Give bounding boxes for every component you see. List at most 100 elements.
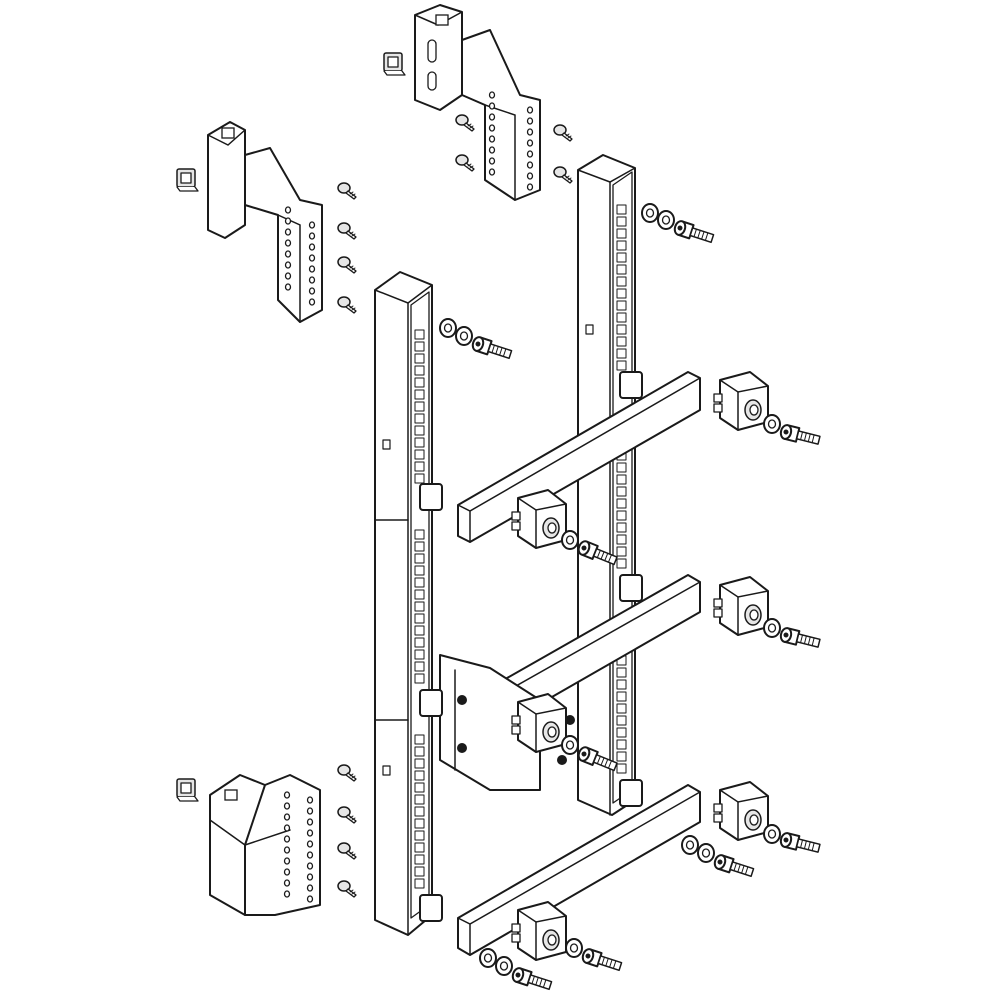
upper-left-mounting-bracket [207, 121, 323, 323]
rail-slot [616, 498, 627, 509]
cage-nut [383, 52, 406, 76]
washer [561, 530, 579, 550]
rail-slot [616, 216, 627, 227]
rail-slot [616, 312, 627, 323]
screw [337, 222, 357, 240]
mounting-hole [284, 261, 292, 269]
socket-bolt [712, 852, 756, 881]
washer [763, 618, 781, 638]
mounting-hole [308, 265, 316, 273]
mounting-hole [526, 117, 534, 125]
rail-slot [414, 461, 425, 472]
top-mounting-bracket [414, 4, 541, 201]
rail-slot [616, 486, 627, 497]
mounting-hole [488, 91, 496, 99]
mounting-hole [283, 879, 291, 887]
rail-slot [616, 763, 627, 774]
rail-slot [616, 679, 627, 690]
mounting-hole [308, 221, 316, 229]
mounting-hole [283, 791, 291, 799]
left-vertical-rail [374, 271, 433, 936]
socket-bolt [778, 422, 822, 449]
crossbar-lower [457, 784, 701, 956]
mounting-hole [306, 851, 314, 859]
mounting-hole [306, 873, 314, 881]
washer [697, 843, 715, 863]
mounting-hole [488, 113, 496, 121]
rail-slot [616, 240, 627, 251]
screw [553, 166, 573, 184]
rail-slot [414, 734, 425, 745]
mounting-plate [439, 654, 541, 791]
mounting-hole [306, 840, 314, 848]
rail-slot [616, 300, 627, 311]
mounting-hole [526, 161, 534, 169]
rail-slot [616, 228, 627, 239]
rail-slot [414, 389, 425, 400]
mounting-hole [488, 146, 496, 154]
screw [337, 764, 357, 782]
mounting-hole [308, 232, 316, 240]
mounting-hole [283, 802, 291, 810]
lower-left-mounting-bracket [209, 774, 321, 916]
mounting-hole [308, 276, 316, 284]
mounting-hole [306, 807, 314, 815]
rail-slot [414, 601, 425, 612]
rail-slot [616, 667, 627, 678]
rail-slot [414, 553, 425, 564]
washer [641, 203, 659, 223]
screw [455, 114, 475, 132]
rail-slot [616, 252, 627, 263]
rail-slot [414, 577, 425, 588]
mounting-hole [306, 818, 314, 826]
mounting-hole [306, 862, 314, 870]
rail-slot [616, 534, 627, 545]
nut [457, 743, 467, 753]
socket-bolt [470, 334, 514, 363]
rail-slot [414, 437, 425, 448]
mounting-hole [284, 283, 292, 291]
clamp-block [713, 576, 769, 636]
rail-slot [414, 746, 425, 757]
rail-slot [616, 691, 627, 702]
nut [565, 715, 575, 725]
washer [565, 938, 583, 958]
rail-slot [616, 715, 627, 726]
mounting-hole [308, 298, 316, 306]
rail-slot [414, 637, 425, 648]
cage-nut [176, 168, 199, 192]
mounting-hole [284, 228, 292, 236]
mounting-hole [284, 272, 292, 280]
screw [337, 296, 357, 314]
socket-bolt [580, 946, 624, 975]
rail-slot [414, 818, 425, 829]
rail-slot [414, 854, 425, 865]
rail-slot [616, 360, 627, 371]
rail-clip [419, 371, 643, 922]
rail-slot [414, 649, 425, 660]
screw [337, 806, 357, 824]
rail-slot [414, 770, 425, 781]
mounting-hole [488, 168, 496, 176]
screw [337, 256, 357, 274]
nut [557, 755, 567, 765]
cage-nut [176, 778, 199, 802]
screw [455, 154, 475, 172]
mounting-hole [283, 857, 291, 865]
mounting-hole [283, 846, 291, 854]
socket-bolt [778, 625, 822, 652]
socket-bolt [510, 965, 554, 994]
rail-slot [616, 739, 627, 750]
mounting-hole [283, 890, 291, 898]
rail-slot [616, 522, 627, 533]
mounting-hole [526, 183, 534, 191]
mounting-hole [284, 239, 292, 247]
rail-slot [414, 473, 425, 484]
mounting-hole [526, 150, 534, 158]
rail-slot [616, 204, 627, 215]
rail-slot [616, 336, 627, 347]
rail-slot [616, 558, 627, 569]
rail-slot [414, 365, 425, 376]
rail-slot [616, 324, 627, 335]
socket-bolt [778, 830, 822, 857]
